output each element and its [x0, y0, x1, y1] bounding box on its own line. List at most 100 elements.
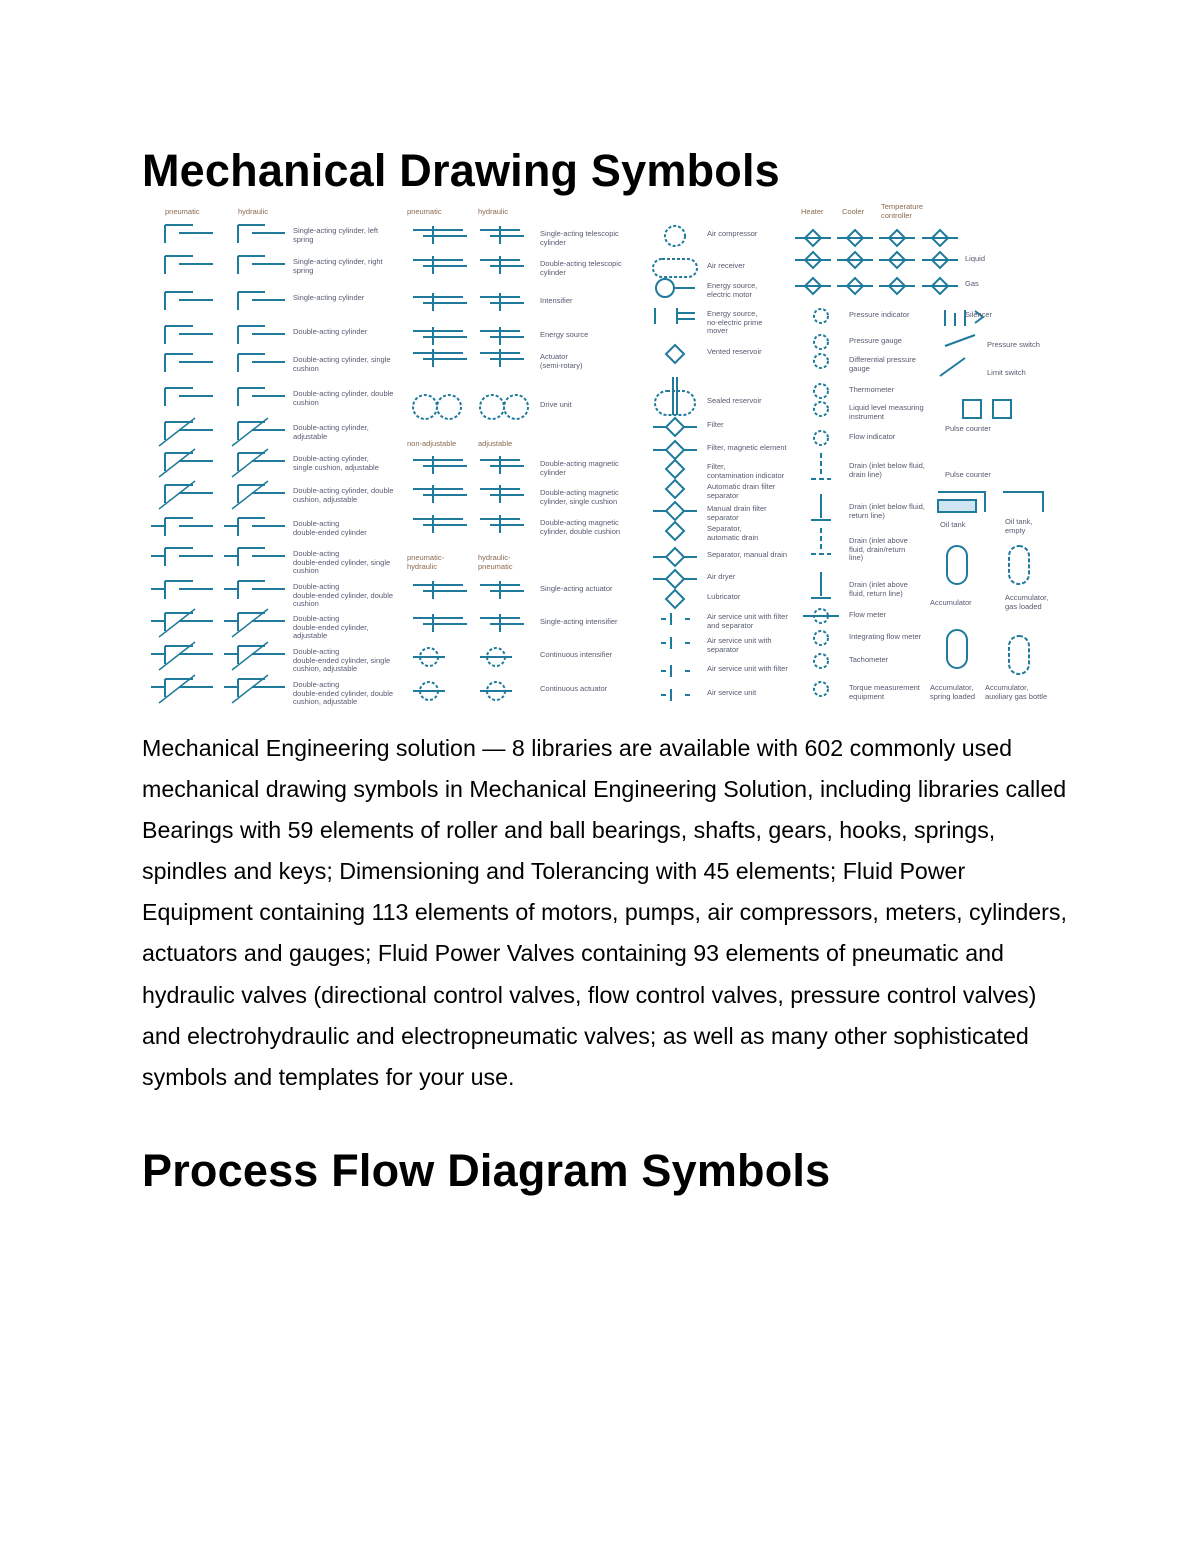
symbol-label: Air dryer	[707, 572, 736, 581]
symbol-label: Double-acting cylinder, adjustable	[293, 423, 369, 441]
instrument-symbol	[813, 401, 829, 417]
symbol-label: Oil tank, empty	[1005, 517, 1033, 535]
drive-unit-symbol	[503, 394, 529, 420]
figure-header: Cooler	[842, 207, 865, 216]
symbol-label: Double-acting magnetic cylinder, single …	[540, 488, 619, 506]
cylinder-symbol	[237, 325, 285, 344]
filter-symbol	[664, 416, 686, 438]
figure-header: hydraulic	[238, 207, 269, 216]
fluid-symbol	[480, 614, 524, 632]
line	[672, 377, 678, 415]
air-compressor-symbol	[664, 225, 686, 247]
symbol-label: Double-acting cylinder	[293, 327, 368, 336]
adjustable-arrow-symbol	[231, 417, 269, 447]
prime-mover-symbol	[654, 308, 695, 324]
symbol-label: Single-acting actuator	[540, 584, 613, 593]
accumulator-symbol	[1008, 545, 1030, 585]
symbol-label: Energy source, electric motor	[707, 281, 758, 299]
pulse-counter-symbol	[992, 399, 1012, 419]
instrument-symbol	[813, 383, 829, 399]
symbol-label: Filter, magnetic element	[707, 443, 787, 452]
symbol-label: Air compressor	[707, 229, 758, 238]
accumulator-symbol	[946, 629, 968, 669]
adjustable-arrow-symbol	[231, 480, 269, 510]
symbol-label: Air receiver	[707, 261, 745, 270]
cylinder-symbol	[237, 484, 285, 503]
symbol-label: Drain (inlet above fluid, return line)	[849, 580, 908, 598]
symbol-label: Pulse counter	[945, 424, 991, 433]
adjustable-arrow-symbol	[231, 641, 269, 671]
heat-exchanger-symbol	[922, 228, 958, 248]
symbol-label: Double-acting double-ended cylinder, sin…	[293, 647, 391, 673]
fluid-symbol	[480, 226, 524, 244]
accumulator-symbol	[946, 545, 968, 585]
fluid-symbol	[480, 485, 524, 503]
symbol-label: Lubricator	[707, 592, 741, 601]
symbol-label: Single-acting telescopic cylinder	[540, 229, 619, 247]
symbol-label: Double-acting double-ended cylinder, sin…	[293, 549, 391, 575]
heat-exchanger-symbol	[879, 276, 915, 296]
instrument-symbol	[813, 630, 829, 646]
service-unit-symbol	[661, 689, 690, 701]
figure-header: hydraulic- pneumatic	[478, 553, 513, 571]
symbol-label: Air service unit with filter and separat…	[707, 612, 788, 630]
cylinder-symbol	[237, 678, 285, 697]
service-unit-symbol	[661, 613, 690, 625]
symbol-label: Intensifier	[540, 296, 573, 305]
symbol-label: Double-acting cylinder, single cushion	[293, 355, 391, 373]
cylinder-symbol	[164, 452, 213, 471]
switch-symbol	[939, 334, 976, 377]
fluid-symbol	[413, 256, 467, 274]
symbol-label: Pressure switch	[987, 340, 1040, 349]
figure-header: non-adjustable	[407, 439, 457, 448]
filter-symbol	[664, 546, 686, 568]
symbol-label: Flow meter	[849, 610, 887, 619]
service-unit-symbol	[661, 637, 690, 649]
symbol-label: Vented reservoir	[707, 347, 762, 356]
fluid-symbol	[480, 293, 524, 311]
symbol-label: Silencer	[965, 310, 993, 319]
cylinder-symbol	[237, 517, 285, 536]
filter-symbol	[664, 439, 686, 461]
figure-header: pneumatic	[407, 207, 442, 216]
symbol-label: Thermometer	[849, 385, 895, 394]
instrument-symbol	[813, 334, 829, 350]
adjustable-arrow-symbol	[231, 448, 269, 478]
symbol-label: Double-acting double-ended cylinder, dou…	[293, 582, 394, 608]
symbol-label: Single-acting intensifier	[540, 617, 618, 626]
pulse-counter-symbol	[962, 399, 982, 419]
symbol-label: Single-acting cylinder	[293, 293, 365, 302]
adjustable-arrow-symbol	[158, 641, 196, 671]
figure-header: Heater	[801, 207, 824, 216]
symbol-label: Pressure gauge	[849, 336, 902, 345]
cylinder-symbol	[164, 547, 213, 566]
filter-symbol	[664, 458, 686, 480]
symbol-label: Sealed reservoir	[707, 396, 762, 405]
cylinder-symbol	[164, 325, 213, 344]
fluid-symbol	[480, 581, 524, 599]
filter-symbol	[664, 343, 686, 365]
fluid-symbol	[480, 327, 524, 345]
section-heading-mechanical: Mechanical Drawing Symbols	[142, 145, 780, 196]
cylinder-symbol	[237, 224, 285, 243]
symbol-drawings	[151, 224, 1044, 704]
symbol-label: Drain (inlet below fluid, drain line)	[849, 461, 925, 479]
symbol-label: Pulse counter	[945, 470, 991, 479]
fluid-symbol	[413, 515, 467, 533]
figure-header: hydraulic	[478, 207, 509, 216]
symbol-label: Integrating flow meter	[849, 632, 922, 641]
fluid-symbol	[480, 256, 524, 274]
symbol-label: Continuous actuator	[540, 684, 608, 693]
air-receiver-symbol	[652, 258, 698, 278]
symbol-label: Liquid	[965, 254, 986, 263]
cylinder-symbol	[164, 421, 213, 440]
section-heading-process-flow: Process Flow Diagram Symbols	[142, 1145, 831, 1196]
cylinder-symbol	[164, 387, 213, 406]
cylinder-symbol	[164, 484, 213, 503]
service-unit-symbol	[661, 665, 690, 677]
cylinder-symbol	[237, 353, 285, 372]
figure-header: adjustable	[478, 439, 513, 448]
cylinder-symbol	[164, 645, 213, 664]
symbol-label: Air service unit	[707, 688, 757, 697]
